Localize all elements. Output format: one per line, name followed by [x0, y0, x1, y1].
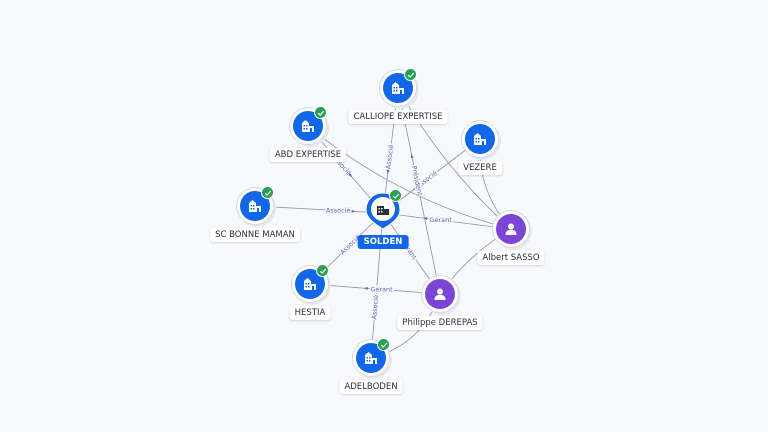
- node-label: CALLIOPE EXPERTISE: [348, 110, 448, 124]
- check-icon: [404, 68, 417, 81]
- user-icon: [425, 279, 455, 309]
- check-icon: [389, 189, 402, 202]
- node-label: ABD EXPERTISE: [269, 148, 347, 162]
- node-label: ADELBODEN: [339, 380, 403, 394]
- edge-arrow: [422, 217, 428, 220]
- node-label: Albert SASSO: [477, 251, 545, 265]
- edge-adelboden-center: [370, 212, 384, 359]
- edge-arrow: [375, 287, 378, 292]
- edge-label: Président: [410, 165, 424, 197]
- edge-arrow: [386, 169, 390, 175]
- check-icon: [314, 106, 327, 119]
- check-icon: [377, 338, 390, 351]
- edge-label: Gérant: [370, 286, 393, 294]
- check-icon: [261, 186, 274, 199]
- node-label: SC BONNE MAMAN: [210, 228, 300, 242]
- edge-albert-abd: [307, 125, 512, 230]
- edge-arrow: [351, 209, 356, 213]
- node-label: HESTIA: [289, 306, 331, 320]
- edge-label: Associé: [384, 144, 395, 169]
- edge-label-halo: Associé: [326, 207, 351, 215]
- node-label: VEZERE: [458, 161, 502, 175]
- edge-label-halo: Gérant: [370, 286, 393, 294]
- edge-label: Associé: [370, 295, 380, 320]
- node-label: Philippe DEREPAS: [397, 316, 483, 330]
- map-pin-icon: [365, 192, 401, 230]
- edge-arrow: [410, 153, 414, 159]
- edge-arrow: [348, 173, 353, 178]
- building-icon: [465, 124, 495, 154]
- edge-label: Associé: [326, 207, 351, 215]
- center-node-label: SOLDEN: [357, 235, 409, 249]
- check-icon: [316, 264, 329, 277]
- edge-label-halo: Associé: [370, 295, 380, 320]
- edge-label: Gérant: [429, 216, 452, 224]
- user-icon: [496, 214, 526, 244]
- edge-label-halo: Gérant: [429, 216, 452, 224]
- edge-arrow: [363, 287, 368, 290]
- edge-arrow: [413, 186, 418, 191]
- edge-albert-calliope: [397, 87, 512, 230]
